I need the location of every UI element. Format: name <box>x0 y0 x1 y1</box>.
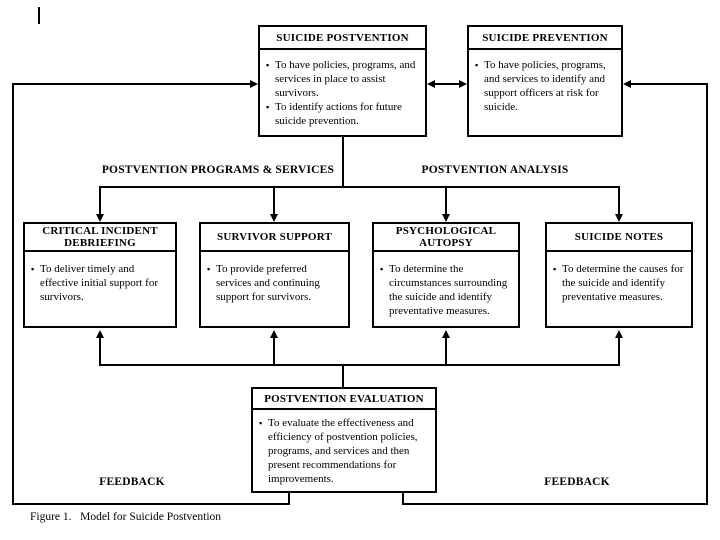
bullet-text: To provide preferred services and contin… <box>216 263 320 303</box>
connector-drop-debriefing <box>99 186 101 215</box>
arrowhead-postvention-prevention-right <box>459 80 467 88</box>
connector-riser-autopsy <box>445 338 447 366</box>
connector-drop-autopsy <box>445 186 447 215</box>
connector-evaluation-trunk <box>342 364 344 387</box>
bullet-icon: ▪ <box>207 264 211 274</box>
bullet-text: To determine the causes for the suicide … <box>562 263 684 303</box>
bullet-icon: ▪ <box>380 264 384 274</box>
node-title: PSYCHOLOGICAL AUTOPSY <box>374 224 518 252</box>
arrowhead-into-notes <box>615 214 623 222</box>
bullet-text: To deliver timely and effective initial … <box>40 263 159 303</box>
arrowhead-into-debriefing <box>96 214 104 222</box>
node-body: ▪ To have policies, programs, and servic… <box>260 50 425 135</box>
bullet-text: To determine the circumstances surroundi… <box>389 263 508 317</box>
list-item: ▪ To determine the circumstances surroun… <box>380 262 514 318</box>
arrowhead-postvention-prevention-left <box>427 80 435 88</box>
node-suicide-prevention: SUICIDE PREVENTION ▪ To have policies, p… <box>467 25 623 137</box>
node-title: SUICIDE POSTVENTION <box>260 27 425 50</box>
connector-feedback-left-top <box>12 83 250 85</box>
figure-caption: Figure 1. Model for Suicide Postvention <box>30 511 222 523</box>
connector-feedback-left-bottom <box>12 503 290 505</box>
arrowhead-up-debriefing <box>96 330 104 338</box>
node-survivor-support: SURVIVOR SUPPORT ▪ To provide preferred … <box>199 222 350 328</box>
label-feedback-right: FEEDBACK <box>544 476 610 488</box>
arrowhead-into-postvention <box>250 80 258 88</box>
connector-feedback-right-bottom <box>402 503 708 505</box>
label-feedback-left: FEEDBACK <box>99 476 165 488</box>
bullet-icon: ▪ <box>553 264 557 274</box>
arrowhead-up-survivor-support <box>270 330 278 338</box>
bullet-icon: ▪ <box>266 102 270 112</box>
node-title: SURVIVOR SUPPORT <box>201 224 348 252</box>
node-title: SUICIDE PREVENTION <box>469 27 621 50</box>
node-body: ▪ To deliver timely and effective initia… <box>25 252 175 326</box>
connector-evaluation-left-leg <box>288 493 290 505</box>
bullet-text: To have policies, programs, and services… <box>484 59 606 113</box>
connector-feedback-right-top <box>631 83 708 85</box>
bullet-icon: ▪ <box>31 264 35 274</box>
connector-feedback-right-vertical <box>706 83 708 505</box>
connector-drop-survivor-support <box>273 186 275 215</box>
bullet-text: To evaluate the effectiveness and effici… <box>268 417 418 485</box>
list-item: ▪ To determine the causes for the suicid… <box>553 262 687 304</box>
label-postvention-programs-services: POSTVENTION PROGRAMS & SERVICES <box>101 164 335 176</box>
node-suicide-notes: SUICIDE NOTES ▪ To determine the causes … <box>545 222 693 328</box>
node-body: ▪ To determine the causes for the suicid… <box>547 252 691 326</box>
bullet-text: To identify actions for future suicide p… <box>275 101 402 127</box>
arrowhead-up-autopsy <box>442 330 450 338</box>
bullet-icon: ▪ <box>475 60 479 70</box>
stray-mark <box>38 7 40 24</box>
connector-distribution-line <box>99 186 620 188</box>
list-item: ▪ To have policies, programs, and servic… <box>266 58 421 100</box>
connector-riser-notes <box>618 338 620 366</box>
node-title: SUICIDE NOTES <box>547 224 691 252</box>
node-body: ▪ To provide preferred services and cont… <box>201 252 348 326</box>
node-postvention-evaluation: POSTVENTION EVALUATION ▪ To evaluate the… <box>251 387 437 493</box>
list-item: ▪ To identify actions for future suicide… <box>266 100 421 128</box>
connector-evaluation-right-leg <box>402 493 404 505</box>
node-body: ▪ To have policies, programs, and servic… <box>469 50 621 135</box>
node-body: ▪ To determine the circumstances surroun… <box>374 252 518 326</box>
label-postvention-analysis: POSTVENTION ANALYSIS <box>421 164 569 176</box>
list-item: ▪ To have policies, programs, and servic… <box>475 58 617 114</box>
list-item: ▪ To deliver timely and effective initia… <box>31 262 171 304</box>
connector-riser-survivor-support <box>273 338 275 366</box>
arrowhead-into-prevention <box>623 80 631 88</box>
connector-postvention-prevention <box>434 83 460 85</box>
connector-collector-line <box>99 364 620 366</box>
node-suicide-postvention: SUICIDE POSTVENTION ▪ To have policies, … <box>258 25 427 137</box>
node-title: CRITICAL INCIDENT DEBRIEFING <box>25 224 175 252</box>
connector-riser-debriefing <box>99 338 101 366</box>
list-item: ▪ To evaluate the effectiveness and effi… <box>259 416 431 486</box>
connector-postvention-trunk <box>342 137 344 187</box>
connector-drop-notes <box>618 186 620 215</box>
connector-feedback-left-vertical <box>12 83 14 505</box>
node-critical-incident-debriefing: CRITICAL INCIDENT DEBRIEFING ▪ To delive… <box>23 222 177 328</box>
arrowhead-into-survivor-support <box>270 214 278 222</box>
node-title: POSTVENTION EVALUATION <box>253 389 435 410</box>
arrowhead-into-autopsy <box>442 214 450 222</box>
bullet-icon: ▪ <box>259 418 263 428</box>
node-psychological-autopsy: PSYCHOLOGICAL AUTOPSY ▪ To determine the… <box>372 222 520 328</box>
bullet-text: To have policies, programs, and services… <box>275 59 416 99</box>
list-item: ▪ To provide preferred services and cont… <box>207 262 344 304</box>
arrowhead-up-notes <box>615 330 623 338</box>
bullet-icon: ▪ <box>266 60 270 70</box>
node-body: ▪ To evaluate the effectiveness and effi… <box>253 410 435 491</box>
